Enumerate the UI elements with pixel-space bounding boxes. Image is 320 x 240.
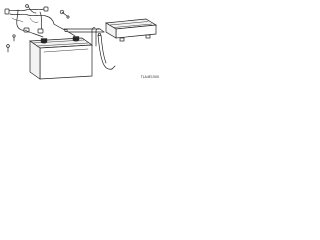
parts-diagram: TLA4E1500 [0,0,160,80]
hold-down-bracket [91,27,116,70]
battery-setting-plate [63,28,105,33]
parts-illustration [4,4,158,80]
mounting-screws [6,34,16,53]
terminal-cables [24,23,76,38]
battery [28,36,94,80]
battery-tray [104,18,158,42]
battery-cable-harness [4,4,55,34]
diagram-code: TLA4E1500 [140,74,159,79]
terminal-bolt [59,9,70,19]
